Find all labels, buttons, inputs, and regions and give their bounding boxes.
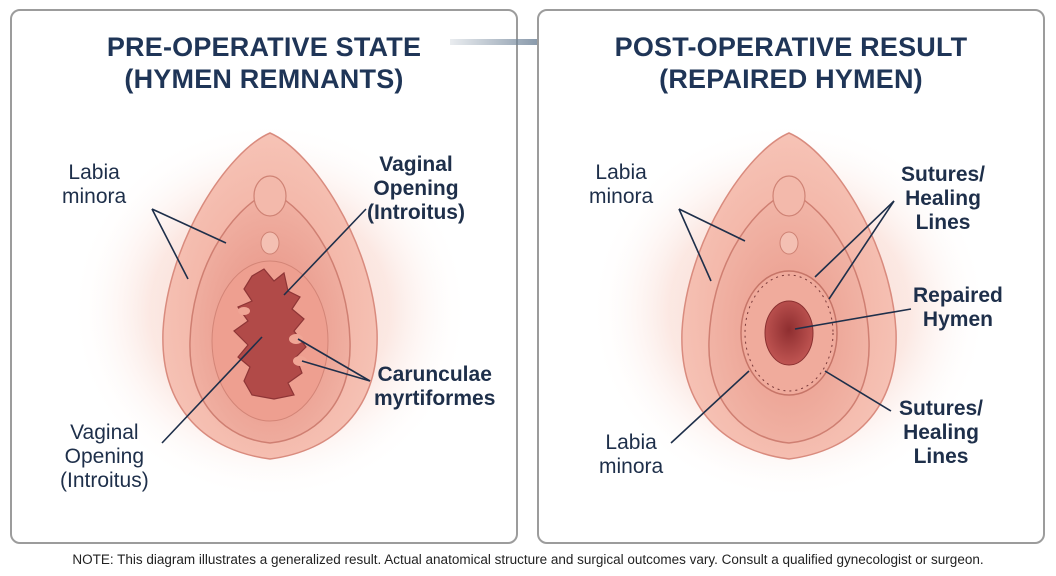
left-leader-lines <box>151 208 371 444</box>
urethral-area <box>260 231 280 255</box>
label-labia-minora-line1: Labia <box>68 161 120 184</box>
label-labia-minora-top-line1: Labia <box>595 161 647 184</box>
label-labia-minora: Labia minora <box>62 161 126 209</box>
post-operative-panel: POST-OPERATIVE RESULT (REPAIRED HYMEN) <box>537 9 1045 544</box>
label-sutures-bottom-line2: Healing <box>903 421 979 444</box>
pre-operative-illustration <box>70 121 470 501</box>
label-sutures-bottom-line3: Lines <box>913 445 969 468</box>
label-labia-minora-line2: minora <box>62 185 127 208</box>
pre-operative-title-line1: PRE-OPERATIVE STATE <box>106 32 422 62</box>
pre-operative-panel: PRE-OPERATIVE STATE (HYMEN REMNANTS) <box>10 9 518 544</box>
label-vaginal-opening-top-line2: Opening <box>373 177 459 200</box>
label-vaginal-opening-top: Vaginal Opening (Introitus) <box>367 153 465 225</box>
label-repaired-hymen: Repaired Hymen <box>913 284 1003 332</box>
post-operative-title-line1: POST-OPERATIVE RESULT <box>614 32 968 62</box>
post-operative-title-line2: (REPAIRED HYMEN) <box>659 64 923 94</box>
label-carunculae-line2: myrtiformes <box>374 387 496 410</box>
disclaimer-note: NOTE: This diagram illustrates a general… <box>72 552 984 567</box>
vaginal-opening-shape <box>233 268 307 400</box>
label-carunculae: Carunculae myrtiformes <box>374 363 495 411</box>
label-repaired-hymen-line1: Repaired <box>913 284 1003 307</box>
caruncula-2 <box>293 356 307 366</box>
label-sutures-bottom-line1: Sutures/ <box>899 397 984 420</box>
label-repaired-hymen-line2: Hymen <box>922 308 993 331</box>
label-sutures-top-line3: Lines <box>915 211 971 234</box>
label-vaginal-opening-bottom: Vaginal Opening (Introitus) <box>60 421 149 493</box>
repaired-hymen-opening <box>764 300 814 366</box>
urethral-area <box>779 231 799 255</box>
label-labia-minora-top-line2: minora <box>589 185 654 208</box>
pre-operative-title-line2: (HYMEN REMNANTS) <box>124 64 404 94</box>
suture-line <box>744 274 834 392</box>
label-vaginal-opening-bottom-line3: (Introitus) <box>60 469 149 492</box>
label-vaginal-opening-bottom-line2: Opening <box>64 445 145 468</box>
clitoral-hood <box>772 175 806 217</box>
caruncula-1 <box>289 334 303 344</box>
label-labia-minora-bottom-line1: Labia <box>605 431 657 454</box>
label-carunculae-line1: Carunculae <box>377 363 492 386</box>
label-vaginal-opening-top-line1: Vaginal <box>379 153 453 176</box>
label-labia-minora-bottom: Labia minora <box>599 431 663 479</box>
caruncula-3 <box>238 307 250 315</box>
post-operative-title: POST-OPERATIVE RESULT (REPAIRED HYMEN) <box>539 31 1043 95</box>
label-labia-minora-top: Labia minora <box>589 161 653 209</box>
label-sutures-bottom: Sutures/ Healing Lines <box>899 397 983 469</box>
pre-operative-title: PRE-OPERATIVE STATE (HYMEN REMNANTS) <box>12 31 516 95</box>
label-sutures-top: Sutures/ Healing Lines <box>901 163 985 235</box>
label-sutures-top-line2: Healing <box>905 187 981 210</box>
post-operative-illustration <box>589 121 989 501</box>
label-sutures-top-line1: Sutures/ <box>901 163 986 186</box>
clitoral-hood <box>253 175 287 217</box>
label-vaginal-opening-bottom-line1: Vaginal <box>70 421 139 444</box>
right-leader-lines <box>670 200 912 444</box>
label-labia-minora-bottom-line2: minora <box>599 455 664 478</box>
label-vaginal-opening-top-line3: (Introitus) <box>367 201 465 224</box>
